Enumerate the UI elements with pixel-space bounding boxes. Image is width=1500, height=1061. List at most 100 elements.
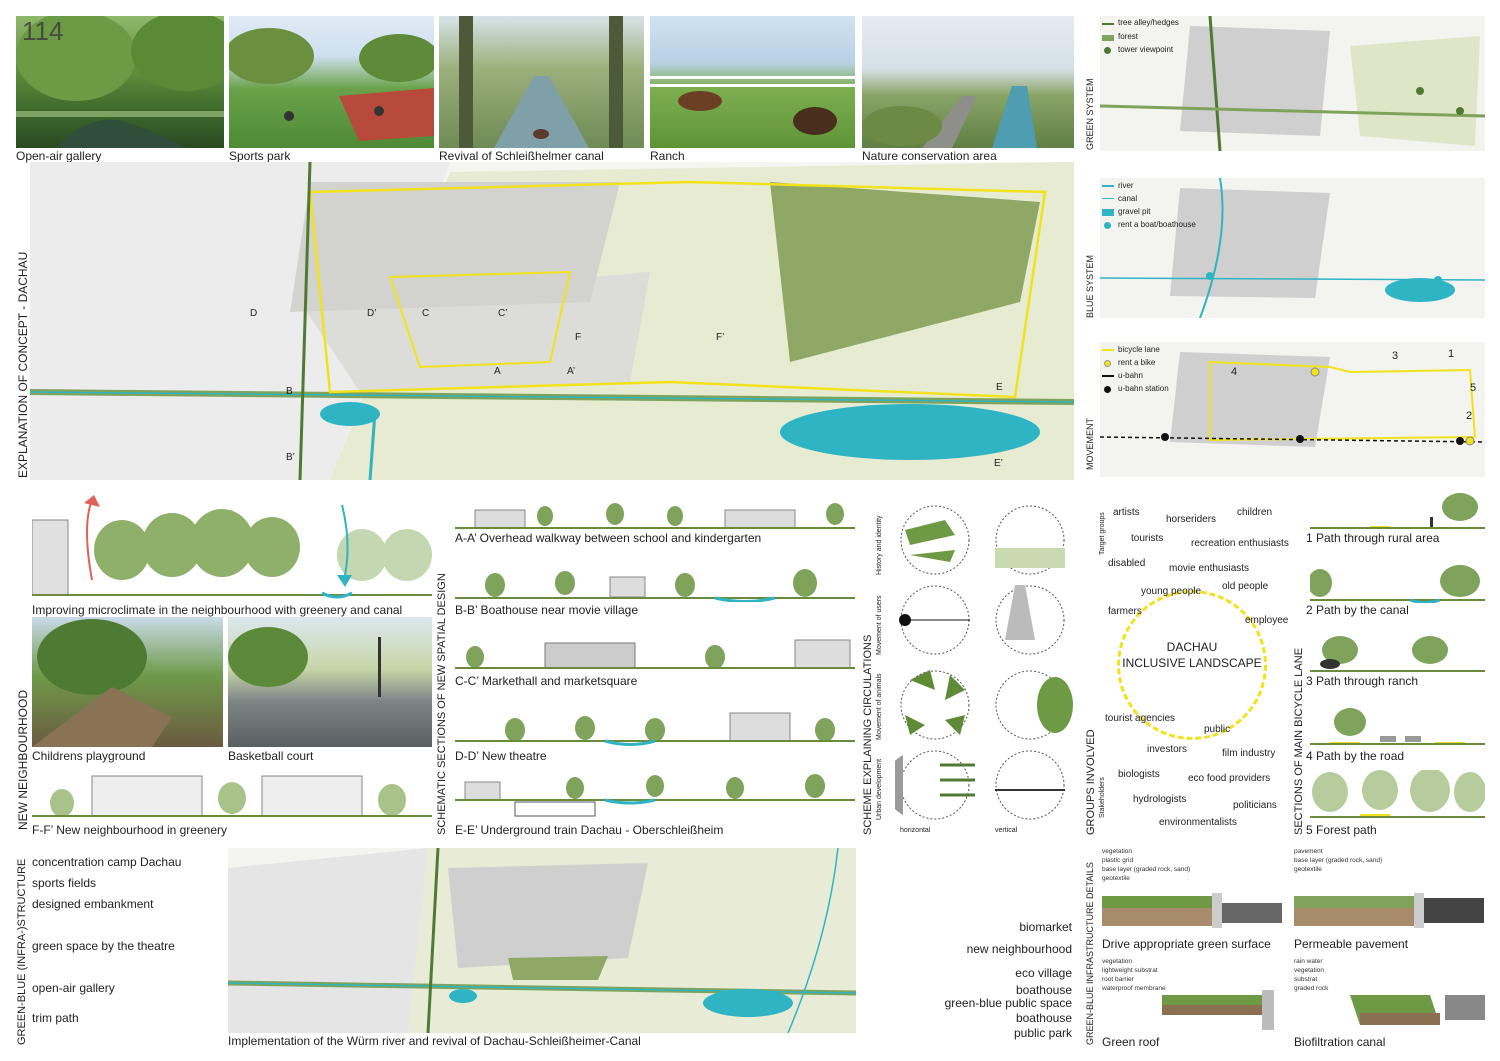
section-e-svg (455, 774, 855, 817)
photo-playground-art (32, 619, 172, 747)
movement-num-3: 3 (1392, 350, 1399, 362)
basketball-caption: Basketball court (228, 749, 314, 763)
legend-rent-bike-swatch (1104, 360, 1111, 367)
legend-u-bahn-swatch (1102, 375, 1114, 377)
word-employee: employee (1245, 615, 1289, 626)
detail-4-layer-2: vegetation (1294, 967, 1324, 974)
section-a-svg (455, 503, 855, 529)
detail-3-layer-3: root barrier (1102, 976, 1134, 983)
marker-b: B (286, 386, 293, 397)
gb-label-trim-path: trim path (32, 1011, 79, 1025)
section-b-caption: B-B’ Boathouse near movie village (455, 603, 638, 617)
bike-section-5-svg (1310, 768, 1486, 818)
f-section-drawing (32, 768, 432, 823)
detail-2-layer-1: pavement (1294, 848, 1323, 855)
bike-section-2 (1308, 565, 1485, 604)
detail-2-layer-2: base layer (graded rock, sand) (1294, 857, 1383, 864)
section-c-caption: C-C’ Markethall and marketsquare (455, 674, 638, 688)
movement-drawing (1100, 352, 1485, 447)
main-map-drawing (30, 162, 1074, 480)
gb-label-boathouse-2: boathouse (1015, 1011, 1072, 1025)
legend-gravel-pit: gravel pit (1118, 207, 1151, 216)
microclimate-drawing (31, 495, 432, 599)
photo-open-air-gallery-art (16, 16, 224, 148)
section-d (455, 708, 855, 746)
circ-row-users: Movement of users (876, 595, 883, 655)
marker-a: A (494, 366, 501, 377)
marker-c-prime: C’ (498, 308, 508, 319)
greenblue-drawing (228, 848, 856, 1033)
photo-ranch-art (650, 76, 855, 135)
bike-section-4 (1310, 708, 1485, 746)
caption-nature-conservation: Nature conservation area (862, 149, 997, 163)
gb-label-eco-village: eco village (1015, 966, 1072, 980)
detail-2-layer-3: geotextile (1294, 866, 1322, 873)
detail-3-svg (1162, 990, 1274, 1030)
photo-canal (439, 16, 644, 148)
detail-1-layer-4: geotextile (1102, 875, 1130, 882)
groups-target-label: Target groups (1099, 512, 1106, 555)
section-c-svg (455, 639, 855, 669)
photo-sports-park (229, 16, 434, 148)
word-tourists: tourists (1131, 533, 1164, 544)
detail-1-layer-2: plastic grid (1102, 857, 1134, 864)
word-young: young people (1141, 586, 1202, 597)
photo-canal-art (459, 16, 623, 148)
bike-section-4-caption: 4 Path by the road (1306, 749, 1405, 763)
microclimate-caption: Improving microclimate in the neighbourh… (32, 603, 403, 617)
word-children: children (1237, 507, 1273, 518)
legend-tower-viewpoint: tower viewpoint (1118, 45, 1174, 54)
detail-4-title: Biofiltration canal (1294, 1035, 1386, 1049)
green-system-map: tree alley/hedges forest tower viewpoint (1100, 16, 1485, 151)
legend-river: river (1118, 181, 1134, 190)
legend-tree-alley-swatch (1102, 23, 1114, 25)
microclimate-section (31, 495, 432, 600)
gb-label-public-space: green-blue public space (944, 996, 1072, 1010)
word-film: film industry (1222, 748, 1276, 759)
section-a (455, 500, 855, 530)
marker-c: C (422, 308, 430, 319)
word-public: public (1204, 724, 1231, 735)
marker-e: E (996, 382, 1003, 393)
word-farmers: farmers (1108, 606, 1142, 617)
gb-label-boathouse-1: boathouse (1015, 983, 1072, 997)
main-concept-map: D D’ C C’ A A’ B B’ E E’ F F’ (30, 162, 1074, 480)
detail-2-drawing (1294, 888, 1484, 933)
photo-nature-art (862, 86, 1037, 148)
word-old: old people (1222, 581, 1269, 592)
word-horseriders: horseriders (1166, 514, 1217, 525)
detail-1-layer-1: vegetation (1102, 848, 1132, 855)
gb-label-new-neighbourhood: new neighbourhood (966, 942, 1072, 956)
circ-col-horizontal: horizontal (900, 827, 931, 834)
legend-gravel-swatch (1102, 209, 1114, 216)
legend-tower-swatch (1104, 47, 1111, 54)
section-b-svg (455, 569, 855, 603)
main-vertical-label: EXPLANATION OF CONCEPT - DACHAU (16, 251, 30, 478)
word-environmentalists: environmentalists (1159, 817, 1237, 828)
movement-num-1: 1 (1448, 348, 1455, 360)
greenblue-map (228, 848, 856, 1033)
sections-vertical-label: SCHEMATIC SECTIONS OF NEW SPATIAL DESIGN (436, 573, 448, 835)
greenblue-vertical-label: GREEN-BLUE (INFRA-)STRUCTURE (16, 858, 28, 1045)
gb-label-sports-fields: sports fields (32, 876, 97, 890)
ring-title-2: INCLUSIVE LANDSCAPE (1122, 656, 1262, 670)
photo-basketball-art (228, 627, 381, 697)
blue-system-label: BLUE SYSTEM (1085, 254, 1095, 318)
photo-playground (32, 617, 223, 747)
caption-canal: Revival of Schleißhelmer canal (439, 149, 604, 163)
playground-caption: Childrens playground (32, 749, 146, 763)
greenblue-caption: Implementation of the Würm river and rev… (228, 1034, 641, 1048)
word-eco-food: eco food providers (1188, 773, 1271, 784)
word-artists: artists (1113, 507, 1140, 518)
photo-open-air-gallery: 114 (16, 16, 224, 148)
bike-section-2-caption: 2 Path by the canal (1306, 603, 1409, 617)
section-c (455, 635, 855, 673)
circ-col-vertical: vertical (995, 827, 1018, 834)
photo-ranch (650, 16, 855, 148)
marker-d: D (250, 308, 258, 319)
word-biologists: biologists (1118, 769, 1160, 780)
section-e-caption: E-E’ Underground train Dachau - Oberschl… (455, 823, 724, 837)
legend-forest-swatch (1102, 35, 1114, 41)
circ-row-history: History and identity (876, 515, 883, 575)
bike-section-3-caption: 3 Path through ranch (1306, 674, 1419, 688)
